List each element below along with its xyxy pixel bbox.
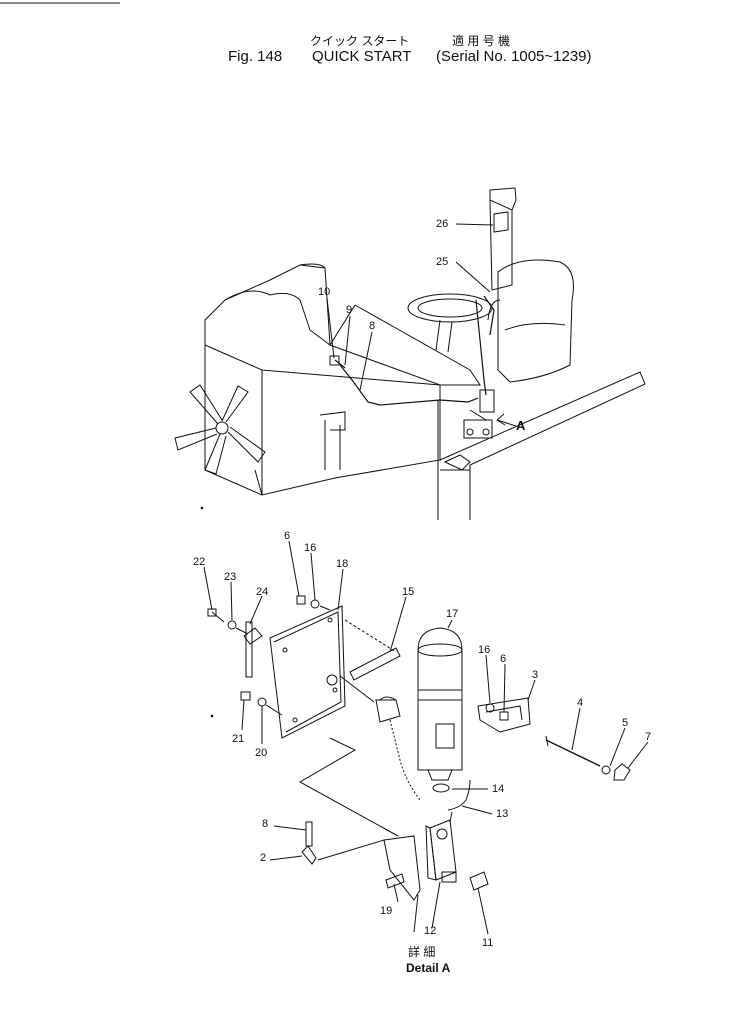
callout-12: 12 — [424, 925, 437, 937]
figure-number: Fig. 148 — [228, 48, 283, 65]
steering-wheel — [407, 293, 493, 323]
exploded-detail — [207, 595, 631, 901]
switch-box — [493, 211, 509, 233]
callout-7: 7 — [645, 731, 652, 743]
callout-4: 4 — [577, 697, 584, 709]
callout-22: 22 — [193, 556, 206, 568]
wiring-harness — [339, 364, 479, 406]
callout-15: 15 — [402, 586, 415, 598]
serial-range: (Serial No. 1005~1239) — [436, 48, 592, 65]
serial-text: Serial No. 1005~1239 — [441, 48, 587, 65]
hose-8 — [305, 821, 313, 847]
callout-25: 25 — [436, 256, 449, 268]
machine-overview — [174, 187, 646, 520]
callout-10: 10 — [318, 286, 331, 298]
title-japanese: クイック スタート — [310, 34, 410, 48]
serial-japanese: 適 用 号 機 — [452, 34, 511, 48]
nut-21 — [240, 691, 251, 701]
callout-16-top: 16 — [304, 542, 317, 554]
callout-5: 5 — [622, 717, 629, 729]
callout-11: 11 — [482, 937, 494, 949]
callout-9: 9 — [346, 304, 353, 316]
quick-start-assembly-small — [463, 389, 495, 439]
callout-21: 21 — [232, 733, 245, 745]
detail-a-arrow — [496, 419, 517, 427]
ether-cylinder-17 — [417, 627, 463, 781]
bracket-1 — [383, 835, 421, 901]
connector-10 — [329, 355, 340, 366]
solenoid-valve — [425, 779, 471, 883]
callout-13: 13 — [496, 808, 509, 820]
callout-24: 24 — [256, 586, 269, 598]
wing-nut-7 — [613, 763, 631, 781]
fitting-nut — [375, 699, 401, 723]
washer-16-top — [310, 599, 320, 609]
callout-8-top: 8 — [369, 320, 376, 332]
callout-18: 18 — [336, 558, 349, 570]
washer-20 — [257, 697, 267, 707]
detail-a-marker: A — [516, 418, 526, 433]
callout-14: 14 — [492, 783, 505, 795]
callout-19: 19 — [380, 905, 393, 917]
callout-26: 26 — [436, 218, 449, 230]
bracket-24 — [245, 621, 253, 678]
bolt-4 — [545, 739, 601, 767]
washer-23 — [227, 620, 237, 630]
callout-8: 8 — [262, 818, 269, 830]
washer-5 — [601, 765, 611, 775]
band-15 — [349, 647, 401, 681]
frame-rail — [439, 371, 646, 520]
screw-11 — [469, 871, 489, 891]
operator-seat — [497, 259, 574, 383]
bracket-3 — [477, 697, 531, 733]
fitting-2 — [301, 845, 317, 865]
detail-label-japanese: 詳 細 — [408, 945, 436, 959]
washer-14 — [432, 783, 450, 793]
callout-2: 2 — [260, 852, 267, 864]
nut-6-top — [296, 595, 306, 605]
callout-23: 23 — [224, 571, 237, 583]
cooling-fan — [174, 384, 266, 475]
nut-6-right — [499, 711, 509, 721]
cab-pillar — [489, 187, 517, 291]
mounting-plate — [269, 605, 346, 739]
screw-19 — [385, 873, 405, 889]
callout-16-right: 16 — [478, 644, 491, 656]
detail-label: Detail A — [406, 961, 451, 975]
callout-6-right: 6 — [500, 653, 507, 665]
callout-17: 17 — [446, 608, 459, 620]
callout-20: 20 — [255, 747, 268, 759]
callout-6-top: 6 — [284, 530, 291, 542]
page-title: QUICK START — [312, 48, 412, 65]
callout-3: 3 — [532, 669, 539, 681]
engine-hood — [204, 264, 441, 496]
